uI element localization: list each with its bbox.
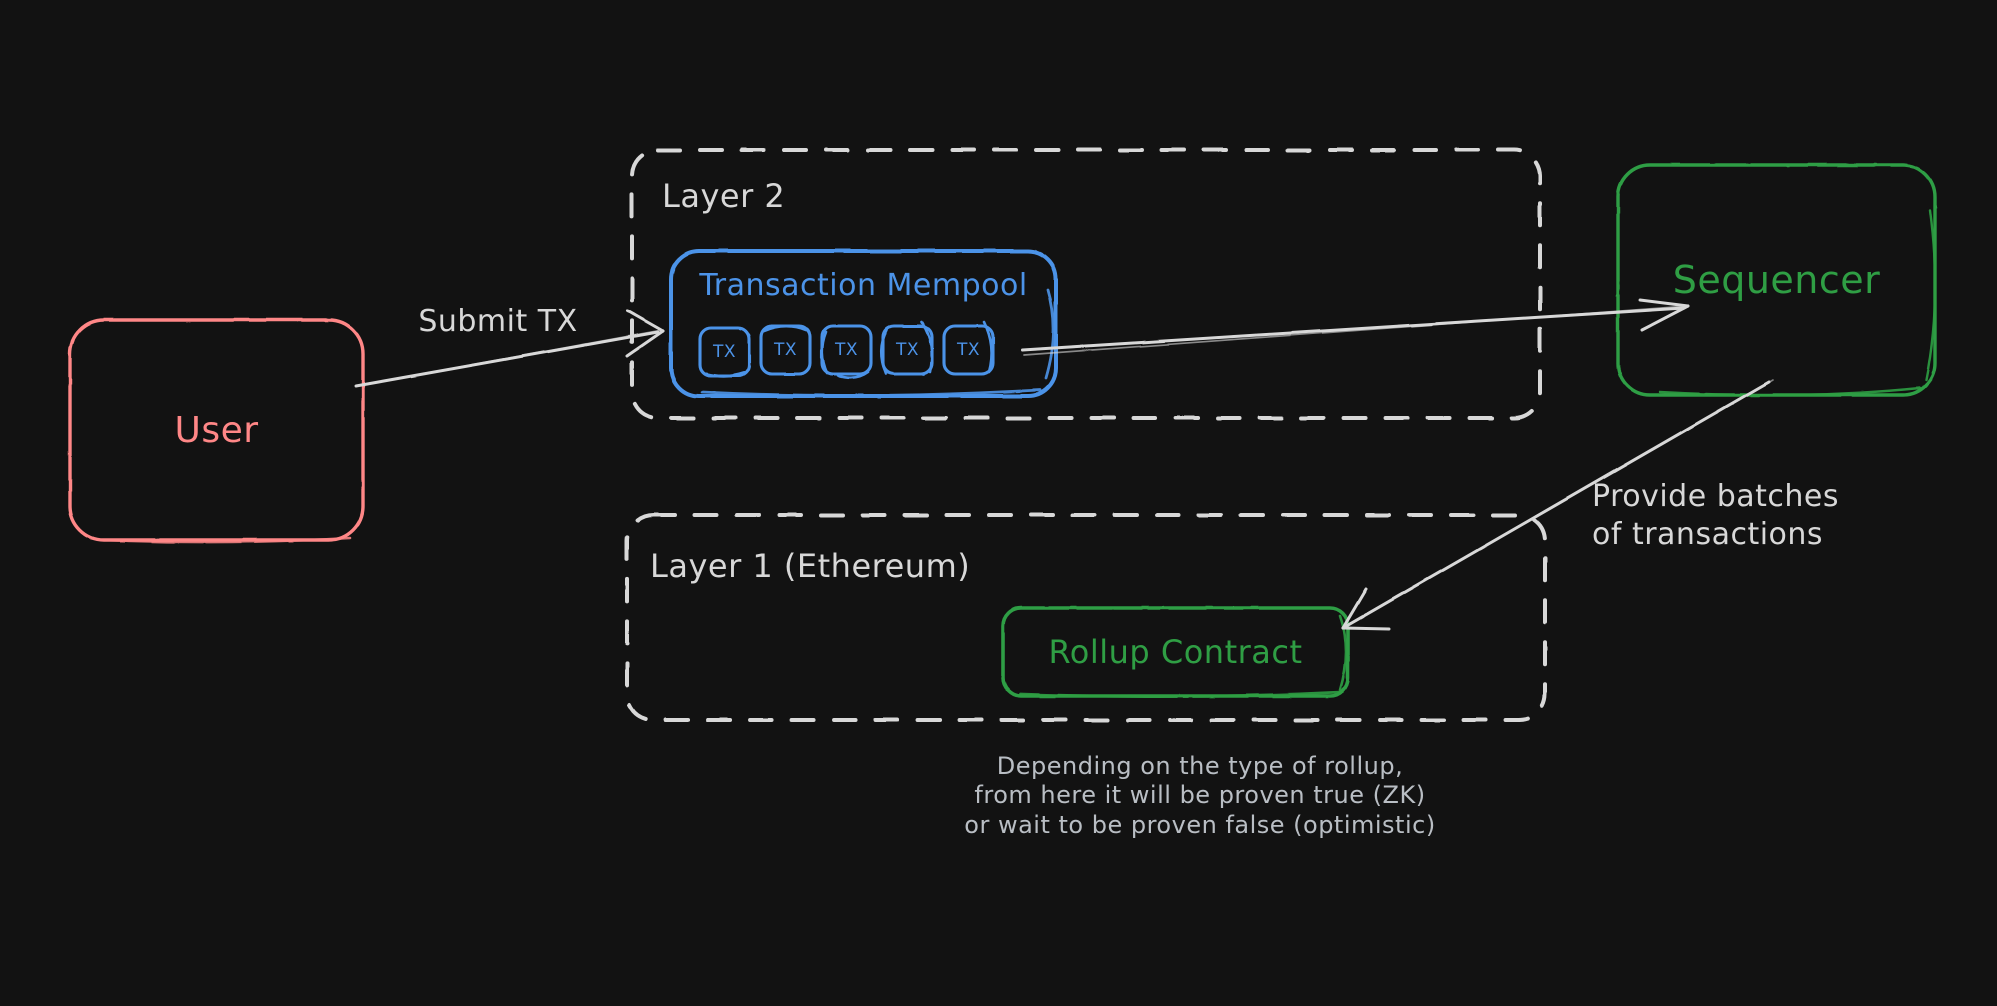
node-sequencer-border[interactable]: [1616, 163, 1937, 397]
edge-mempool-to-sequencer-arrow: [1020, 298, 1690, 356]
edge-submit-tx-arrow: [354, 309, 665, 388]
tx-chip[interactable]: [820, 324, 873, 380]
node-mempool-border[interactable]: [669, 249, 1058, 398]
node-user-border[interactable]: [68, 318, 365, 544]
group-layer2-border: [630, 148, 1542, 420]
tx-chip[interactable]: [879, 320, 934, 376]
tx-chip[interactable]: [698, 326, 751, 378]
group-layer1-border: [625, 513, 1547, 722]
tx-chips: [698, 320, 995, 380]
node-rollup-contract-border[interactable]: [1001, 606, 1350, 698]
tx-chip[interactable]: [759, 324, 812, 376]
tx-chip[interactable]: [942, 320, 995, 376]
edge-provide-batches-arrow: [1341, 379, 1774, 631]
